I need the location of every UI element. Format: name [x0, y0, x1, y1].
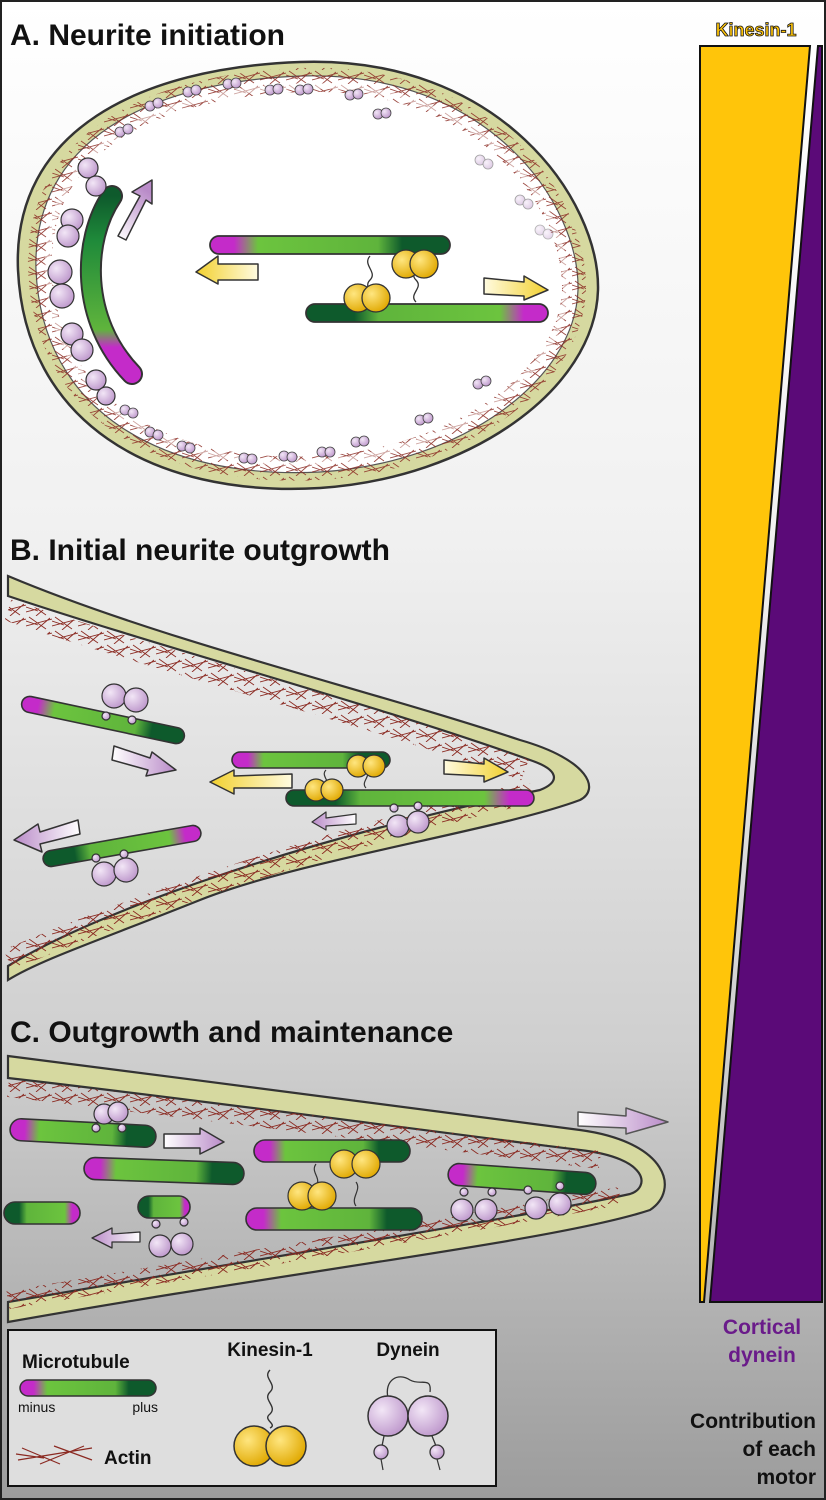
- legend-minus-label: minus: [18, 1399, 55, 1415]
- kinesin-bar-label: Kinesin-1: [715, 20, 796, 40]
- legend-plus-label: plus: [132, 1399, 158, 1415]
- panel-b: B. Initial neurite outgrowth: [3, 534, 591, 982]
- dynein-c-2: [148, 1217, 194, 1258]
- legend-dynein-label: Dynein: [376, 1340, 439, 1361]
- kinesin-c-1: [287, 1163, 337, 1211]
- dynein-c-3: [450, 1181, 572, 1222]
- contribution-caption-line1: Contribution: [690, 1410, 816, 1433]
- kinesin-b-2: [346, 754, 386, 789]
- neurite-actin-b-bottom: [3, 781, 535, 971]
- microtubule-c-6: [245, 1207, 423, 1231]
- cortical-actin-a-inner: [44, 82, 570, 466]
- legend-microtubule-swatch: [19, 1379, 157, 1397]
- transport-arrow-b-2: [13, 819, 81, 853]
- cortical-actin-a: [27, 67, 587, 481]
- panel-b-title: B. Initial neurite outgrowth: [10, 534, 390, 567]
- contribution-caption-line2: of each: [742, 1438, 816, 1461]
- contribution-caption-line3: motor: [757, 1466, 817, 1489]
- microtubule-c-3: [3, 1201, 81, 1225]
- neurite-actin-b-top: [4, 599, 529, 781]
- motor-contribution-bar: Kinesin-1 Cortical dynein Contribution o…: [690, 20, 823, 1489]
- cortical-dynein-small-group: [114, 77, 554, 465]
- sliding-arrow-right-b: [443, 757, 509, 783]
- microtubule-a-top: [209, 235, 451, 255]
- legend-kinesin-label: Kinesin-1: [227, 1340, 313, 1361]
- microtubule-a-bottom: [305, 303, 549, 323]
- dynein-b-2: [386, 801, 430, 838]
- legend-microtubule-label: Microtubule: [22, 1352, 130, 1373]
- microtubule-c-2: [83, 1156, 245, 1186]
- kinesin-a-1: [343, 255, 391, 313]
- dynein-wedge: [708, 45, 823, 1303]
- legend: Microtubule minus plus Actin Kinesin-1 D…: [7, 1329, 497, 1487]
- panel-c-title: C. Outgrowth and maintenance: [10, 1016, 453, 1049]
- panel-a-title: A. Neurite initiation: [10, 19, 285, 52]
- curved-microtubule-fill: [81, 187, 141, 383]
- microtubule-b-bottom: [285, 789, 535, 807]
- dynein-group-a: [47, 157, 116, 406]
- legend-kinesin-icon: [233, 1369, 307, 1467]
- dynein-b-1: [101, 683, 149, 725]
- kinesin-c-2: [329, 1149, 381, 1207]
- transport-arrow-b-1: [111, 745, 177, 777]
- sliding-arrow-left-a: [195, 255, 259, 285]
- sliding-arrow-right-a: [483, 275, 549, 301]
- sliding-arrow-left-b: [209, 769, 293, 795]
- legend-actin-label: Actin: [104, 1448, 152, 1469]
- panel-a: A. Neurite initiation: [10, 19, 600, 491]
- kinesin-a-2: [391, 249, 439, 303]
- microtubule-c-4: [137, 1195, 191, 1219]
- dynein-b-3: [91, 849, 139, 887]
- dynein-pull-arrow-a: [117, 179, 153, 241]
- legend-dynein-icon: [367, 1376, 449, 1471]
- dynein-bar-label-line1: Cortical: [723, 1316, 801, 1339]
- transport-arrow-b-small: [311, 811, 357, 831]
- kinesin-wedge: [699, 45, 812, 1303]
- transport-arrow-c-1: [163, 1127, 225, 1155]
- legend-actin-swatch: [15, 1445, 93, 1465]
- panel-c: C. Outgrowth and maintenance: [3, 1016, 669, 1324]
- dynein-bar-label-line2: dynein: [728, 1344, 796, 1367]
- growth-arrow-c: [577, 1107, 669, 1135]
- transport-arrow-c-2: [91, 1227, 141, 1249]
- dynein-c-1: [91, 1101, 129, 1133]
- kinesin-b-1: [304, 769, 344, 802]
- neurite-actin-c-top: [6, 1079, 602, 1169]
